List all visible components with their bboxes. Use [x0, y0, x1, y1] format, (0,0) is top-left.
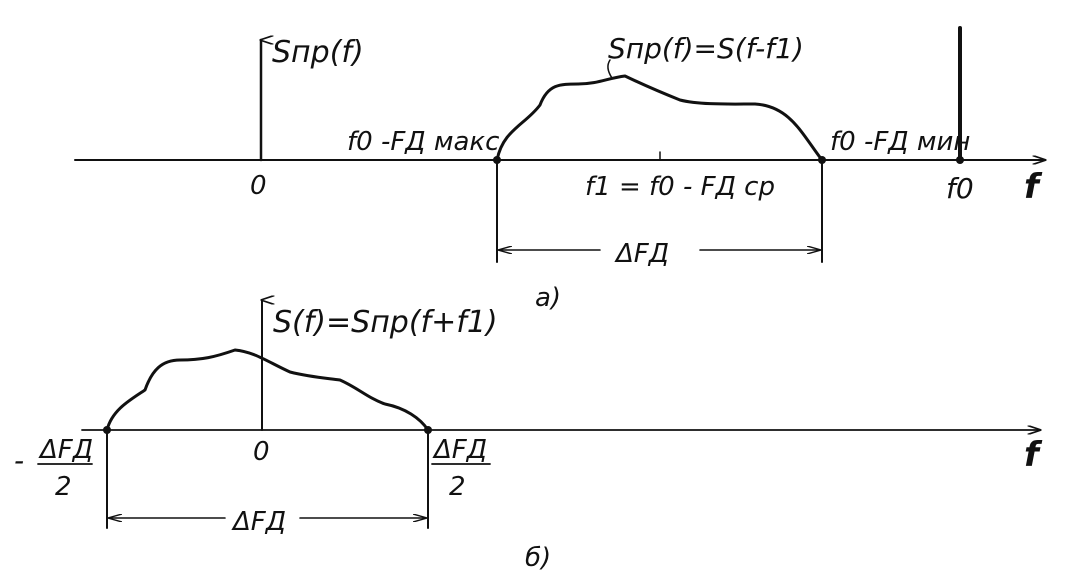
axis-label-a: f: [1024, 167, 1043, 207]
ylabel-a: Sпр(f): [272, 35, 364, 70]
left-edge-label: f0 -FД макс: [347, 127, 499, 157]
curve-leader: [607, 59, 613, 79]
diagram-b: S(f)=Sпр(f+f1) 0 - ΔFД 2 ΔFД 2 f ΔFД б): [14, 300, 1043, 573]
right-edge-label: f0 -FД мин: [830, 127, 970, 157]
bandwidth-label-a: ΔFД: [614, 239, 669, 269]
left-sign: -: [14, 444, 24, 477]
right-num: ΔFД: [432, 435, 487, 465]
caption-b: б): [525, 543, 551, 573]
origin-a: 0: [250, 171, 267, 201]
carrier-dot: [956, 156, 964, 164]
left-num: ΔFД: [38, 435, 93, 465]
axis-label-b: f: [1024, 435, 1043, 475]
origin-b: 0: [253, 437, 270, 467]
left-den: 2: [55, 472, 72, 502]
carrier-label: f0: [946, 172, 974, 205]
diagram-a: Sпр(f) Sпр(f)=S(f-f1) 0 f0 -FД макс f0 -…: [74, 26, 1045, 313]
spectrum-curve-a: [495, 74, 824, 162]
center-label: f1 = f0 - FД ср: [585, 172, 775, 202]
right-den: 2: [449, 472, 466, 502]
spectrum-curve-b: [105, 348, 430, 432]
curve-label-a: Sпр(f)=S(f-f1): [608, 32, 804, 65]
caption-a: а): [535, 283, 561, 313]
ylabel-b: S(f)=Sпр(f+f1): [273, 305, 498, 340]
bandwidth-label-b: ΔFД: [231, 507, 286, 537]
